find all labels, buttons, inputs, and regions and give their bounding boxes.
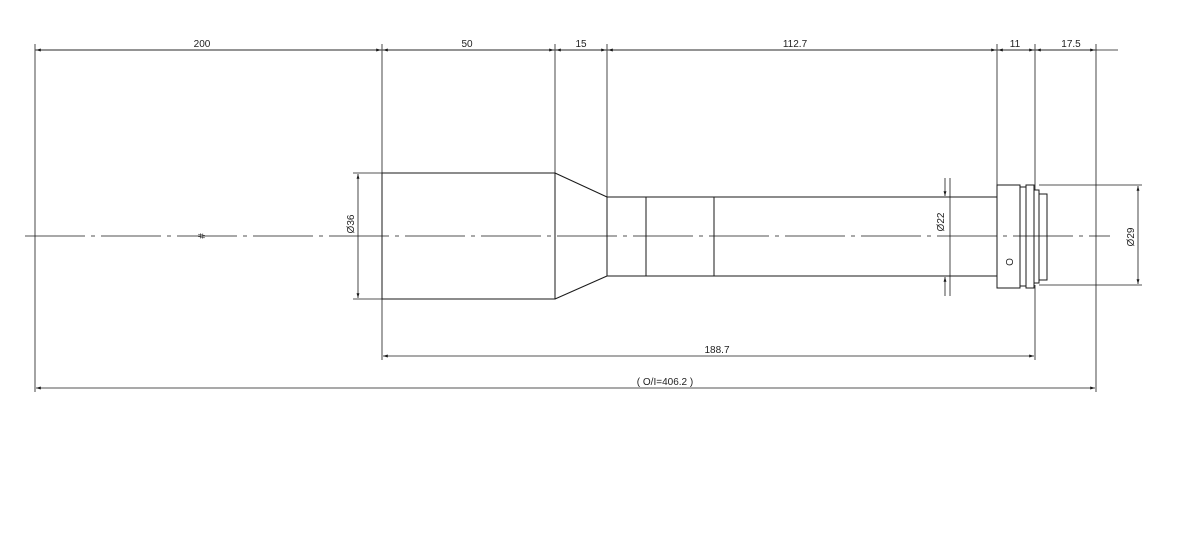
mount-ring-flange	[1019, 186, 1027, 287]
diameter-mount: Ø29	[1126, 185, 1140, 284]
lens-length-dimension: 188.7	[383, 345, 1034, 358]
ring-symbol: O	[1005, 258, 1016, 266]
mount-thread-3	[1038, 193, 1048, 281]
dim-label-total-length: ( O/I=406.2 )	[637, 377, 693, 388]
dim-label-front-barrel: 50	[461, 39, 473, 50]
taper-section	[554, 172, 608, 300]
diameter-tube: Ø22	[936, 178, 951, 296]
dim-label-back-focus: 17.5	[1061, 39, 1081, 50]
dim-label-object-distance: 200	[194, 39, 211, 50]
mount-ring	[996, 184, 1021, 289]
object-symbol: #	[197, 233, 208, 239]
front-barrel	[381, 172, 556, 300]
dim-label-tube-diameter: Ø22	[936, 212, 947, 231]
mount-thread-2	[1033, 189, 1040, 284]
dim-label-ring: 11	[1010, 39, 1021, 50]
dim-label-front-diameter: Ø36	[346, 214, 357, 233]
dim-label-taper: 15	[575, 39, 587, 50]
top-dimension-row: 200 50 15 112.7 11 17.5	[35, 39, 1118, 52]
extension-lines	[34, 44, 1097, 392]
lens-body: O	[381, 172, 1048, 300]
dim-label-tube: 112.7	[783, 39, 808, 50]
mount-envelope	[1039, 184, 1142, 286]
diameter-front: Ø36	[346, 172, 382, 300]
dim-label-mount-diameter: Ø29	[1126, 227, 1137, 246]
tube-section	[607, 196, 997, 277]
total-length-dimension: ( O/I=406.2 )	[36, 377, 1095, 390]
mount-thread-1	[1025, 184, 1035, 289]
dim-label-lens-length: 188.7	[704, 345, 729, 356]
